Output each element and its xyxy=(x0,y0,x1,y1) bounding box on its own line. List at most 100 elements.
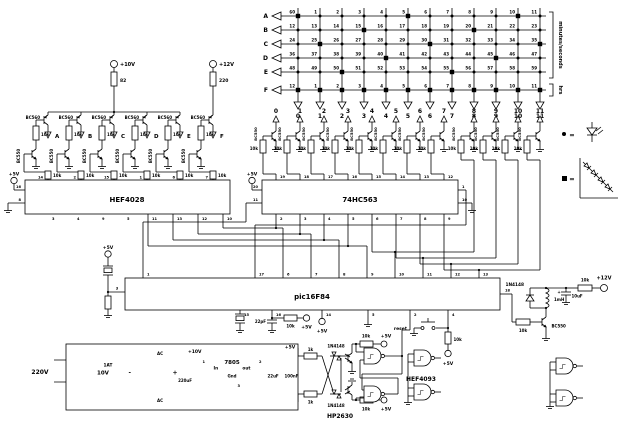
junction-dot xyxy=(393,250,397,254)
hef4093-label: HEF4093 xyxy=(406,376,436,383)
transistor-npn xyxy=(541,316,547,321)
led-square xyxy=(295,87,301,93)
v12-hours-label: +12V xyxy=(219,62,234,68)
transistor-npn xyxy=(132,156,136,160)
transistor-npn xyxy=(367,130,373,135)
legend-led-string xyxy=(583,162,590,169)
resistor xyxy=(283,139,291,154)
led-square xyxy=(449,87,455,93)
phototransistor xyxy=(347,352,353,357)
led-number: 2 xyxy=(336,10,339,15)
col-output-arrow-icon xyxy=(392,115,400,123)
led-dot xyxy=(494,70,498,74)
pin-number: 2 xyxy=(73,176,76,180)
led-number: 9 xyxy=(490,10,493,15)
supply-circle xyxy=(209,60,217,68)
pin-number: 14 xyxy=(400,175,406,179)
resistor xyxy=(164,125,172,141)
v5-mclr-label: +5V xyxy=(443,361,454,367)
junction-dot xyxy=(274,226,278,230)
transistor-npn xyxy=(471,138,475,142)
pin-number: 8 xyxy=(424,217,427,221)
resistor-label: 10k xyxy=(152,173,161,178)
led-number: 12 xyxy=(289,24,295,29)
transistor-npn xyxy=(321,138,325,142)
v5-a4-label: +5V xyxy=(103,245,114,251)
led-number: 3 xyxy=(358,10,361,15)
led-square xyxy=(427,87,433,93)
opto-led-icon xyxy=(336,355,342,361)
row-pnp-label: BC560 xyxy=(92,115,107,120)
resistor xyxy=(143,170,151,180)
led-number: 43 xyxy=(443,52,449,57)
led-dot xyxy=(340,42,344,46)
led-number: 13 xyxy=(311,24,317,29)
led-number: 23 xyxy=(531,24,537,29)
led-number: 21 xyxy=(487,24,493,29)
led-dot xyxy=(406,70,410,74)
led-dot xyxy=(318,70,322,74)
resistor-label: 10k xyxy=(492,146,501,151)
pin-number: 17 xyxy=(328,175,334,179)
row-output-label: E xyxy=(187,134,191,140)
pin-number: 3 xyxy=(304,217,307,221)
transistor-npn xyxy=(33,156,37,160)
row-input-arrow-icon xyxy=(271,85,282,95)
led-number: 40 xyxy=(377,52,383,57)
led-number: 5 xyxy=(402,10,405,15)
transistor-npn xyxy=(469,130,475,135)
column-label: 7 xyxy=(450,113,454,120)
nand-gate xyxy=(430,389,435,395)
reg-gnd-pin: 3 xyxy=(238,384,241,388)
transistor-npn xyxy=(343,130,349,135)
row-input-arrow-icon xyxy=(271,11,282,21)
resistor-label: 10k xyxy=(250,146,259,151)
pin-number: 7 xyxy=(400,217,403,221)
led-square xyxy=(493,87,499,93)
led-dot xyxy=(516,70,520,74)
col-driver-number: 9 xyxy=(494,108,498,115)
supply-circle xyxy=(380,396,388,404)
resistor xyxy=(331,139,339,154)
led-dot xyxy=(428,56,432,60)
led-dot xyxy=(318,28,322,32)
col-npn-label: BC550 xyxy=(517,127,522,141)
transistor-npn xyxy=(515,138,519,142)
nand-gate xyxy=(430,355,435,361)
led-dot xyxy=(450,28,454,32)
led-dot xyxy=(362,70,366,74)
legend-dot-icon xyxy=(562,132,566,136)
led-number: 57 xyxy=(487,66,493,71)
resistor xyxy=(479,139,487,154)
transistor-npn xyxy=(543,324,547,328)
legend-led-string xyxy=(593,172,599,178)
led-number: 50 xyxy=(333,66,339,71)
led-square xyxy=(383,87,389,93)
resistor xyxy=(359,340,374,348)
led-square xyxy=(317,41,323,47)
v5-hef4028-label: +5V xyxy=(9,172,20,178)
transistor-npn xyxy=(493,138,497,142)
bracket xyxy=(549,11,554,79)
column-label: 2 xyxy=(340,113,344,120)
col-npn-label: BC550 xyxy=(253,127,258,141)
led-square xyxy=(537,41,543,47)
osc-cap-label: 22pF xyxy=(255,319,266,324)
led-dot xyxy=(450,42,454,46)
pin-number: 9 xyxy=(371,273,374,277)
resistor-label: 10k xyxy=(514,146,523,151)
pin-number: 4 xyxy=(452,313,455,317)
led-number: 11 xyxy=(531,84,537,89)
col-npn-label: BC550 xyxy=(349,127,354,141)
led-number: 51 xyxy=(355,66,361,71)
v10-rows-label: +10V xyxy=(120,62,135,68)
led-number: 35 xyxy=(531,38,537,43)
pin-number: 7 xyxy=(205,176,208,180)
led-square xyxy=(537,87,543,93)
nand-gate xyxy=(363,385,382,403)
light-arrow-icon xyxy=(344,357,351,362)
transistor-pnp xyxy=(43,121,49,126)
col-output-arrow-icon xyxy=(425,101,435,110)
resistor-label: 10k xyxy=(206,132,215,137)
led-number: 5 xyxy=(402,84,405,89)
